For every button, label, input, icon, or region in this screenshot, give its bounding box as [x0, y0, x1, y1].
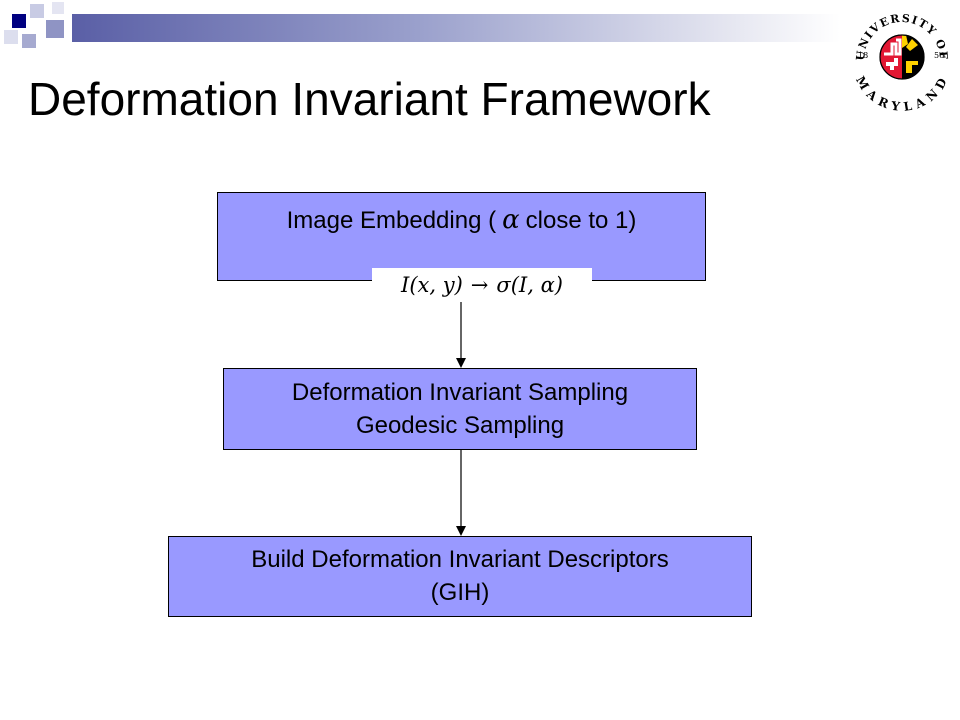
- formula-left: I(x, y): [401, 273, 463, 297]
- image-embedding-label: Image Embedding (: [286, 207, 497, 234]
- svg-text:18: 18: [858, 51, 868, 60]
- sampling-line-1: Deformation Invariant Sampling: [291, 379, 629, 406]
- sampling-line-2: Geodesic Sampling: [355, 412, 565, 439]
- embedding-formula: I(x, y) → σ(I, α): [372, 268, 592, 302]
- header-square-faint: [52, 2, 64, 14]
- formula-arrow: →: [470, 273, 489, 297]
- header-square-mid: [46, 20, 64, 38]
- header-gradient-bar: [72, 14, 840, 42]
- header-square-slate: [22, 34, 36, 48]
- formula-right: σ(I, α): [496, 273, 563, 297]
- header-square-navy: [12, 14, 26, 28]
- arrowhead-descriptors: [456, 526, 466, 536]
- arrowhead-sampling: [456, 358, 466, 368]
- descriptors-line-2: (GIH): [430, 579, 490, 606]
- slide-title: Deformation Invariant Framework: [28, 73, 711, 125]
- sampling-box: Deformation Invariant Sampling Geodesic …: [223, 368, 697, 450]
- header-square-light: [30, 4, 44, 18]
- image-embedding-label-suffix: close to 1): [525, 207, 637, 234]
- descriptors-box: Build Deformation Invariant Descriptors …: [168, 536, 752, 617]
- svg-text:56: 56: [934, 51, 944, 60]
- header-square-pale: [4, 30, 18, 44]
- university-seal-logo: UNIVERSITY OF MARYLAND 18 56: [851, 9, 953, 112]
- descriptors-line-1: Build Deformation Invariant Descriptors: [251, 546, 669, 573]
- alpha-symbol: α: [502, 205, 520, 235]
